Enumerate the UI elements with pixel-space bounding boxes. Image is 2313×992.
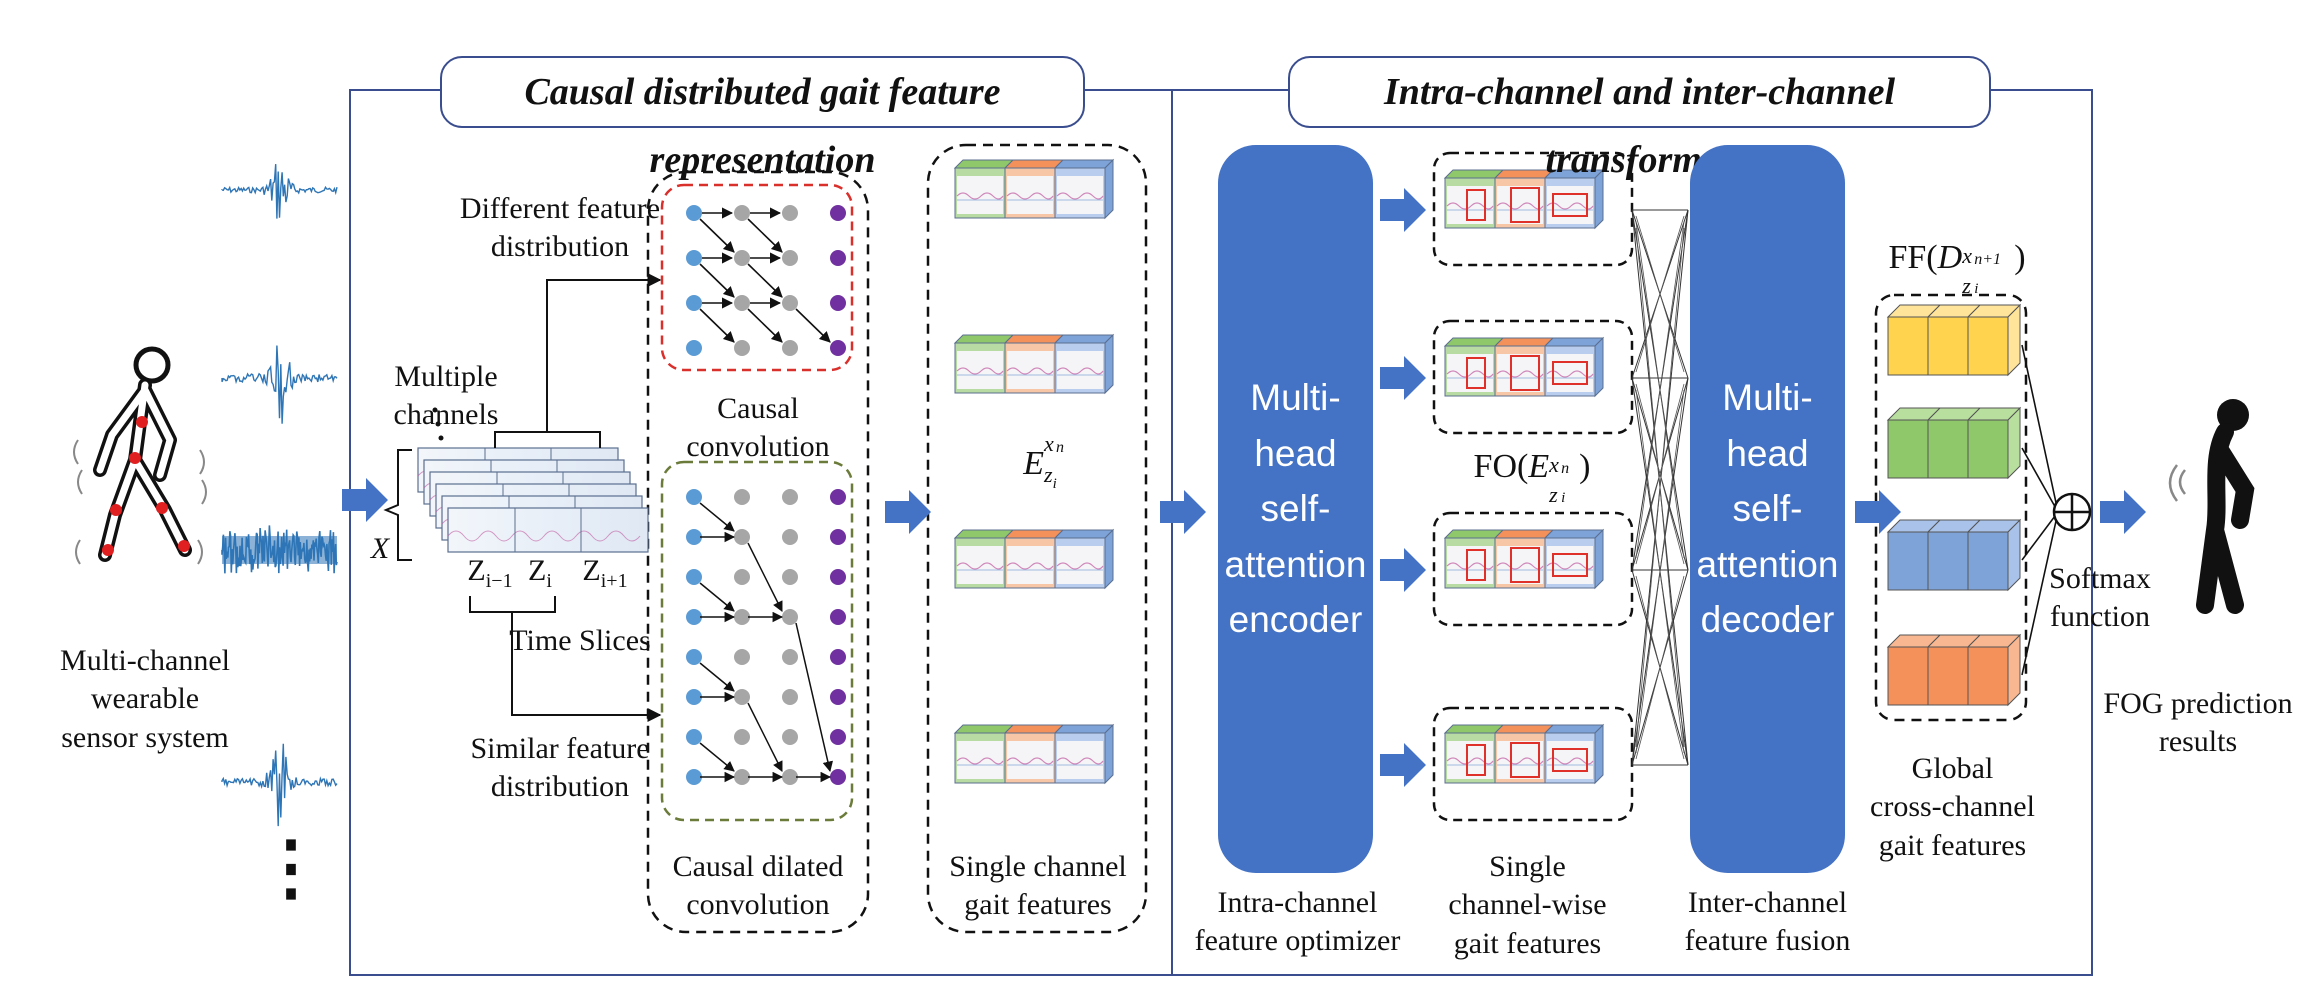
- softmax-arrow: [2100, 490, 2146, 534]
- encoder-out-arrow-4: [1380, 743, 1426, 787]
- channelwise-strip-2: [1443, 336, 1605, 398]
- inter-channel-connections: [1631, 209, 1689, 766]
- channelwise-strip-4: [1443, 723, 1605, 785]
- sensor-signal-2: [221, 345, 338, 424]
- x-label: X: [370, 532, 390, 565]
- global-cube-row-4: [1886, 633, 2022, 707]
- right-section-title: Intra-channel and inter-channel transfor…: [1288, 56, 1991, 181]
- single-channel-strip-3: [953, 528, 1115, 590]
- channelwise-strip-3: [1443, 528, 1605, 590]
- x-brace: [383, 449, 412, 561]
- multiple-channels-label: Multiple channels: [393, 360, 499, 432]
- sensor-signal-4: [221, 743, 338, 827]
- sum-node-plus: [2054, 494, 2090, 530]
- causal-conv-grid: [686, 205, 846, 356]
- channel-dots: [438, 435, 444, 441]
- single-channel-group-border: [926, 143, 1148, 934]
- input-arrow: [342, 478, 388, 522]
- global-features-border: [1874, 293, 2028, 722]
- z-prev-label: Zi−1: [467, 554, 513, 592]
- global-cube-row-1: [1886, 303, 2022, 377]
- features-to-encoder-arrow: [1160, 490, 1206, 534]
- sensor-signal-1: [221, 164, 338, 219]
- single-channel-strip-4: [953, 723, 1115, 785]
- global-cube-row-3: [1886, 518, 2022, 592]
- left-section-title: Causal distributed gait feature represen…: [440, 56, 1085, 181]
- different-connector: [546, 273, 662, 370]
- time-brace: [469, 596, 556, 628]
- channelwise-strip-1: [1443, 168, 1605, 230]
- causal-conv-border: [660, 183, 854, 372]
- time-slice-stack: [417, 447, 649, 553]
- cube-to-softmax-2: [2021, 447, 2059, 513]
- more-signals-ellipsis: ⋮: [255, 828, 327, 908]
- single-channel-strip-1: [953, 158, 1115, 220]
- encoder-out-arrow-2: [1380, 356, 1426, 400]
- encoder-out-arrow-1: [1380, 188, 1426, 232]
- z-current-label: Zi: [528, 554, 552, 592]
- encoder-out-arrow-3: [1380, 548, 1426, 592]
- walking-person-icon: [73, 346, 207, 565]
- convolution-group-border: [646, 170, 870, 934]
- global-cube-row-2: [1886, 406, 2022, 480]
- causal-convolution-label: Causal convolution: [686, 392, 830, 464]
- cube-to-softmax-1: [2021, 344, 2059, 513]
- single-channel-strip-2: [953, 333, 1115, 395]
- dilated-conv-grid: [686, 489, 846, 785]
- cube-to-softmax-3: [2021, 511, 2059, 561]
- cube-to-softmax-4: [2021, 511, 2059, 676]
- time-slices-label: Time Slices: [509, 624, 651, 657]
- fog-person-icon: [2168, 399, 2255, 614]
- channelwise-group-1: [1432, 151, 1634, 267]
- dilated-conv-border: [660, 460, 854, 822]
- decoder-out-arrow: [1855, 490, 1901, 534]
- similar-connector: [511, 628, 662, 722]
- channel-brace: [494, 370, 601, 448]
- conv-to-features-arrow: [885, 490, 931, 534]
- channel-dots: [432, 407, 438, 413]
- channel-dots: [435, 421, 441, 427]
- z-next-label: Zi+1: [582, 554, 628, 592]
